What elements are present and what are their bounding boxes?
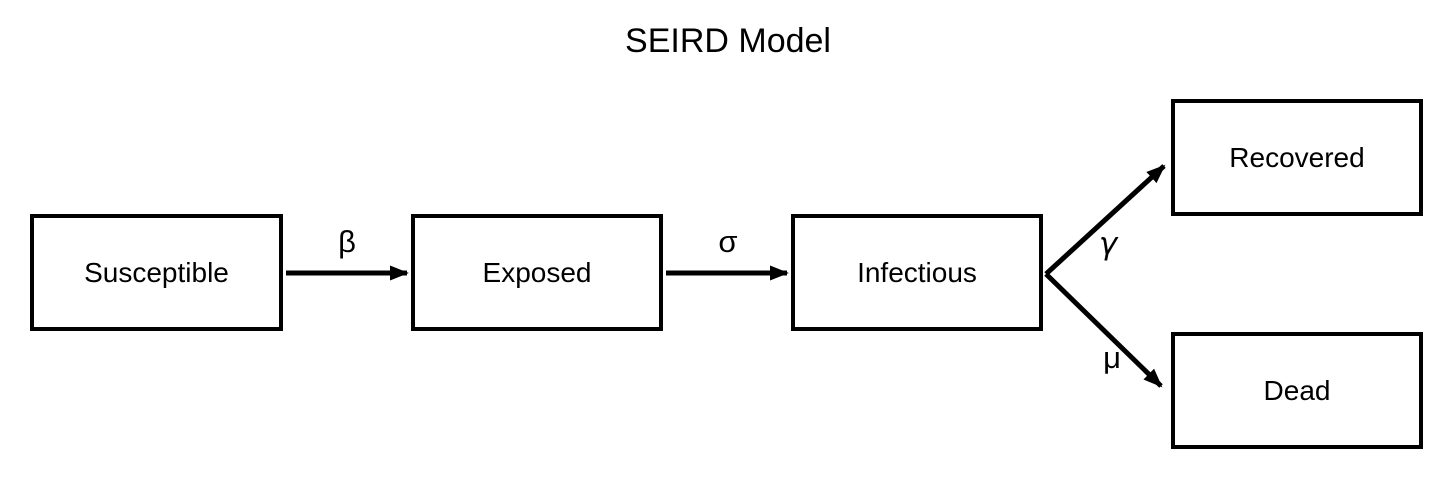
node-exposed: Exposed [411,214,663,331]
edge-label-beta: β [338,224,356,259]
node-label: Infectious [857,256,977,288]
edge-label-gamma: γ [1098,226,1118,262]
edge-infectious-dead [1044,272,1163,388]
edge-label-sigma: σ [718,224,738,259]
node-label: Dead [1263,374,1331,406]
node-label: Susceptible [84,256,229,288]
diagram-title: SEIRD Model [625,22,831,60]
node-label: Exposed [482,256,592,288]
node-susceptible: Susceptible [30,214,283,331]
node-dead: Dead [1171,332,1423,449]
node-recovered: Recovered [1171,99,1423,216]
edge-infectious-recovered [1044,164,1166,276]
node-infectious: Infectious [791,214,1043,331]
edge-label-mu: μ [1103,340,1121,375]
node-label: Recovered [1229,141,1365,173]
